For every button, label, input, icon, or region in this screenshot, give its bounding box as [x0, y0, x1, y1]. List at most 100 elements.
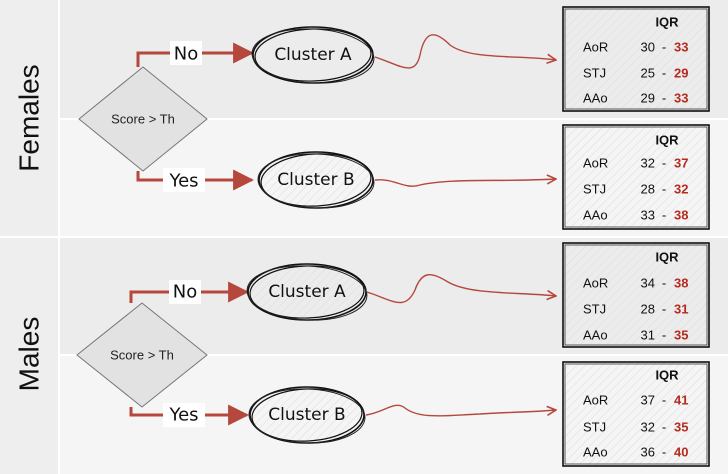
- table-header: IQR: [655, 15, 679, 30]
- table-header: IQR: [655, 250, 679, 265]
- panel-label-background: [0, 238, 58, 474]
- range-separator: -: [662, 420, 666, 435]
- cluster-a-node: Cluster A: [251, 26, 375, 84]
- range-separator: -: [662, 328, 666, 343]
- range-high: 29: [674, 66, 688, 81]
- panel-label: Males: [14, 317, 45, 392]
- row-name: AAo: [583, 208, 608, 223]
- cluster-label: Cluster B: [277, 170, 354, 190]
- yes-label-background: [163, 168, 205, 192]
- yes-label-background: [163, 403, 205, 427]
- range-high: 35: [674, 420, 688, 435]
- table-row: STJ 25 - 29: [583, 66, 688, 81]
- yes-label: Yes: [168, 405, 198, 426]
- panel-label-background: [0, 0, 58, 236]
- range-separator: -: [662, 208, 666, 223]
- range-low: 29: [641, 91, 655, 106]
- table-row: AAo 33 - 38: [583, 208, 688, 223]
- row-name: AoR: [583, 156, 608, 171]
- row-name: AoR: [583, 276, 608, 291]
- range-separator: -: [662, 445, 666, 460]
- table-row: STJ 32 - 35: [583, 420, 688, 435]
- cluster-label: Cluster A: [274, 45, 352, 65]
- connector-arrow: [365, 404, 556, 417]
- row-name: STJ: [583, 182, 606, 197]
- row-name: AoR: [583, 393, 608, 408]
- cluster-a-node: Cluster A: [246, 263, 368, 321]
- table-row: AAo 36 - 40: [583, 445, 688, 460]
- cluster-b-node: Cluster B: [257, 151, 375, 209]
- table-row: AAo 29 - 33: [583, 91, 688, 106]
- cluster-label: Cluster B: [268, 405, 345, 425]
- no-branch-arrow: [129, 281, 250, 303]
- no-label-background: [170, 41, 202, 65]
- table-row: AoR 30 - 33: [583, 40, 688, 55]
- yes-branch-arrow: [136, 169, 255, 191]
- row-name: AoR: [583, 40, 608, 55]
- row-name: STJ: [583, 66, 606, 81]
- no-label: No: [173, 282, 197, 303]
- decision-diamond: [76, 302, 208, 408]
- range-high: 41: [674, 393, 688, 408]
- range-low: 31: [641, 328, 655, 343]
- range-high: 32: [674, 182, 688, 197]
- range-high: 37: [674, 156, 688, 171]
- table-row: STJ 28 - 32: [583, 182, 688, 197]
- range-high: 38: [674, 276, 688, 291]
- yes-branch-arrow: [129, 404, 250, 426]
- table-row: AoR 32 - 37: [583, 156, 688, 171]
- table-header: IQR: [655, 133, 679, 148]
- range-low: 37: [641, 393, 655, 408]
- range-low: 28: [641, 182, 655, 197]
- range-separator: -: [662, 91, 666, 106]
- connector-arrow: [374, 179, 556, 187]
- range-low: 28: [641, 302, 655, 317]
- range-separator: -: [662, 393, 666, 408]
- table-row: AoR 34 - 38: [583, 276, 688, 291]
- table-row: AAo 31 - 35: [583, 328, 688, 343]
- range-high: 31: [674, 302, 688, 317]
- panel-label: Females: [14, 64, 45, 171]
- panel-females: Females Score > Th No Cluster A Yes Clus…: [0, 0, 728, 236]
- range-low: 36: [641, 445, 655, 460]
- iqr-table: IQR AoR 30 - 33 STJ 25 - 29 AAo 29 - 33: [562, 6, 710, 112]
- range-high: 40: [674, 445, 688, 460]
- row-name: AAo: [583, 91, 608, 106]
- range-high: 33: [674, 40, 688, 55]
- row-name: AAo: [583, 328, 608, 343]
- cluster-b-node: Cluster B: [248, 386, 366, 444]
- range-low: 34: [641, 276, 655, 291]
- panel-males: Males Score > Th No Cluster A Yes Cluste…: [0, 238, 728, 474]
- table-row: STJ 28 - 31: [583, 302, 688, 317]
- decision-label: Score > Th: [111, 112, 175, 127]
- no-label-background: [169, 280, 201, 304]
- iqr-table: IQR AoR 32 - 37 STJ 28 - 32 AAo 33 - 38: [562, 124, 710, 230]
- range-high: 35: [674, 328, 688, 343]
- connector-arrow: [366, 274, 556, 304]
- no-branch-arrow: [136, 42, 255, 67]
- range-low: 30: [641, 40, 655, 55]
- range-separator: -: [662, 182, 666, 197]
- range-low: 25: [641, 66, 655, 81]
- range-low: 32: [641, 156, 655, 171]
- decision-label: Score > Th: [110, 348, 174, 363]
- iqr-table: IQR AoR 37 - 41 STJ 32 - 35 AAo 36 - 40: [562, 361, 710, 467]
- row-name: STJ: [583, 420, 606, 435]
- range-low: 33: [641, 208, 655, 223]
- row-name: AAo: [583, 445, 608, 460]
- range-separator: -: [662, 302, 666, 317]
- no-label: No: [174, 44, 198, 65]
- range-high: 33: [674, 91, 688, 106]
- range-separator: -: [662, 66, 666, 81]
- iqr-table: IQR AoR 34 - 38 STJ 28 - 31 AAo 31 - 35: [562, 242, 710, 348]
- decision-diamond: [78, 66, 208, 172]
- table-header: IQR: [655, 368, 679, 383]
- range-high: 38: [674, 208, 688, 223]
- connector-arrow: [374, 34, 556, 69]
- yes-label: Yes: [168, 171, 198, 192]
- range-separator: -: [662, 276, 666, 291]
- range-separator: -: [662, 156, 666, 171]
- row-name: STJ: [583, 302, 606, 317]
